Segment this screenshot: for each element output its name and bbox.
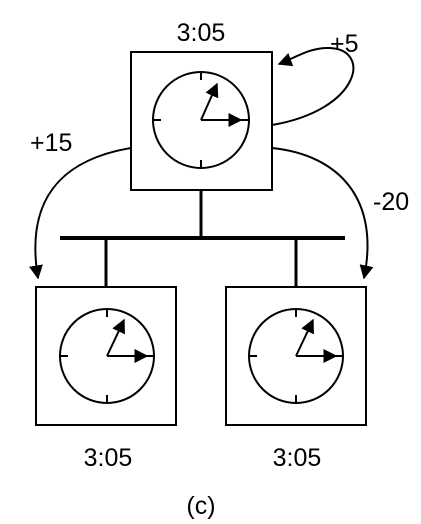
left-clock-icon	[59, 308, 155, 404]
left-node: 3:05	[35, 286, 177, 472]
top-node: 3:05	[130, 19, 273, 191]
right-clock-minute-hand	[295, 318, 314, 357]
top-clock-time-label: 3:05	[177, 19, 226, 47]
top-clock-icon	[152, 71, 250, 169]
left-adjust-arrow	[29, 147, 132, 280]
right-clock-icon	[248, 308, 344, 404]
right-adjust-arrow	[271, 147, 374, 280]
left-clock-time-label: 3:05	[84, 444, 133, 472]
right-clock-time-label: 3:05	[273, 444, 322, 472]
figure-caption: (c)	[186, 492, 215, 520]
left-adjust-label: +15	[30, 129, 72, 157]
right-node: 3:05	[225, 286, 367, 472]
top-clock-minute-hand	[200, 82, 219, 121]
right-adjust-label: -20	[373, 188, 409, 216]
self-adjust-label: +5	[330, 30, 359, 58]
self-adjust-arrow	[271, 46, 355, 126]
left-clock-minute-hand	[106, 318, 125, 357]
network-bus	[60, 190, 345, 287]
